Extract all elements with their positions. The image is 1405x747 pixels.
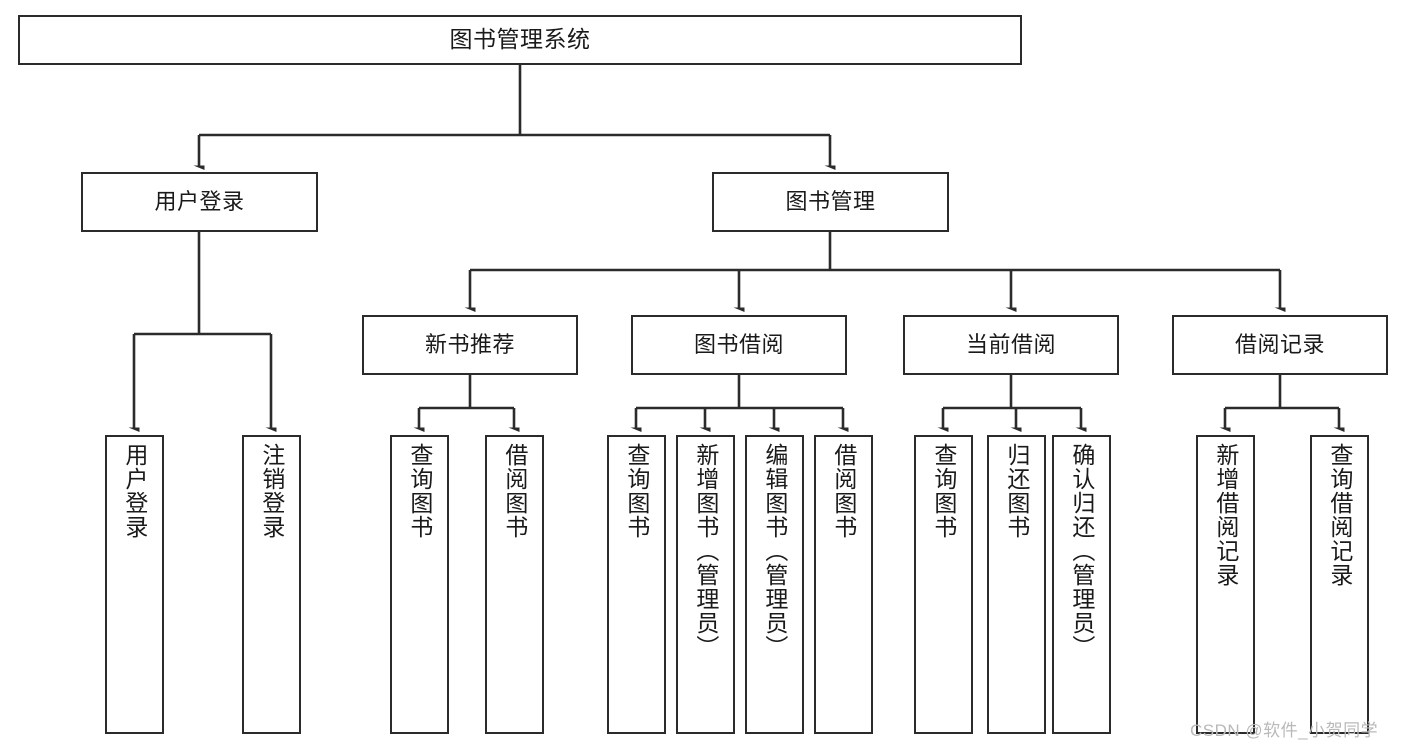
node-leaf-borrow-book-1[interactable]: 借阅图书 [485,435,544,734]
node-user-login[interactable]: 用户登录 [81,172,318,232]
node-leaf-edit-book[interactable]: 编辑图书（管理员） [745,435,804,734]
node-leaf-user-login-label: 用户登录 [121,443,148,539]
node-leaf-confirm-return-label: 确认归还（管理员） [1068,443,1095,659]
node-leaf-query-book-1-label: 查询图书 [406,443,433,539]
node-current-borrow[interactable]: 当前借阅 [903,315,1119,375]
node-book-manage-label: 图书管理 [785,188,876,214]
node-leaf-add-book-label: 新增图书（管理员） [692,443,719,659]
csdn-watermark: CSDN @软件_小贺同学 [1190,721,1379,740]
node-borrow-record-label: 借阅记录 [1234,331,1325,357]
node-leaf-query-book-1[interactable]: 查询图书 [390,435,449,734]
node-leaf-edit-book-label: 编辑图书（管理员） [761,443,788,659]
node-leaf-logout-login-label: 注销登录 [258,443,285,539]
node-root-label: 图书管理系统 [449,26,591,53]
node-root[interactable]: 图书管理系统 [18,15,1022,65]
node-leaf-borrow-book-2-label: 借阅图书 [830,443,857,539]
node-leaf-query-book-2[interactable]: 查询图书 [607,435,666,734]
node-book-borrow-label: 图书借阅 [693,331,784,357]
node-leaf-logout-login[interactable]: 注销登录 [242,435,301,734]
node-leaf-borrow-book-1-label: 借阅图书 [501,443,528,539]
node-book-manage[interactable]: 图书管理 [712,172,949,232]
node-leaf-confirm-return[interactable]: 确认归还（管理员） [1052,435,1111,734]
node-current-borrow-label: 当前借阅 [965,331,1056,357]
node-borrow-record[interactable]: 借阅记录 [1172,315,1388,375]
node-leaf-query-book-3[interactable]: 查询图书 [914,435,973,734]
node-leaf-query-record-label: 查询借阅记录 [1326,443,1353,587]
node-user-login-label: 用户登录 [154,188,245,214]
node-leaf-return-book[interactable]: 归还图书 [987,435,1046,734]
node-leaf-borrow-book-2[interactable]: 借阅图书 [814,435,873,734]
node-leaf-add-book[interactable]: 新增图书（管理员） [676,435,735,734]
node-leaf-return-book-label: 归还图书 [1003,443,1030,539]
node-leaf-add-record-label: 新增借阅记录 [1212,443,1239,587]
node-leaf-query-book-3-label: 查询图书 [930,443,957,539]
node-leaf-query-book-2-label: 查询图书 [623,443,650,539]
node-leaf-add-record[interactable]: 新增借阅记录 [1196,435,1255,734]
node-new-book-rec-label: 新书推荐 [424,331,515,357]
node-new-book-rec[interactable]: 新书推荐 [362,315,578,375]
node-book-borrow[interactable]: 图书借阅 [631,315,847,375]
node-leaf-query-record[interactable]: 查询借阅记录 [1310,435,1369,734]
node-leaf-user-login[interactable]: 用户登录 [105,435,164,734]
